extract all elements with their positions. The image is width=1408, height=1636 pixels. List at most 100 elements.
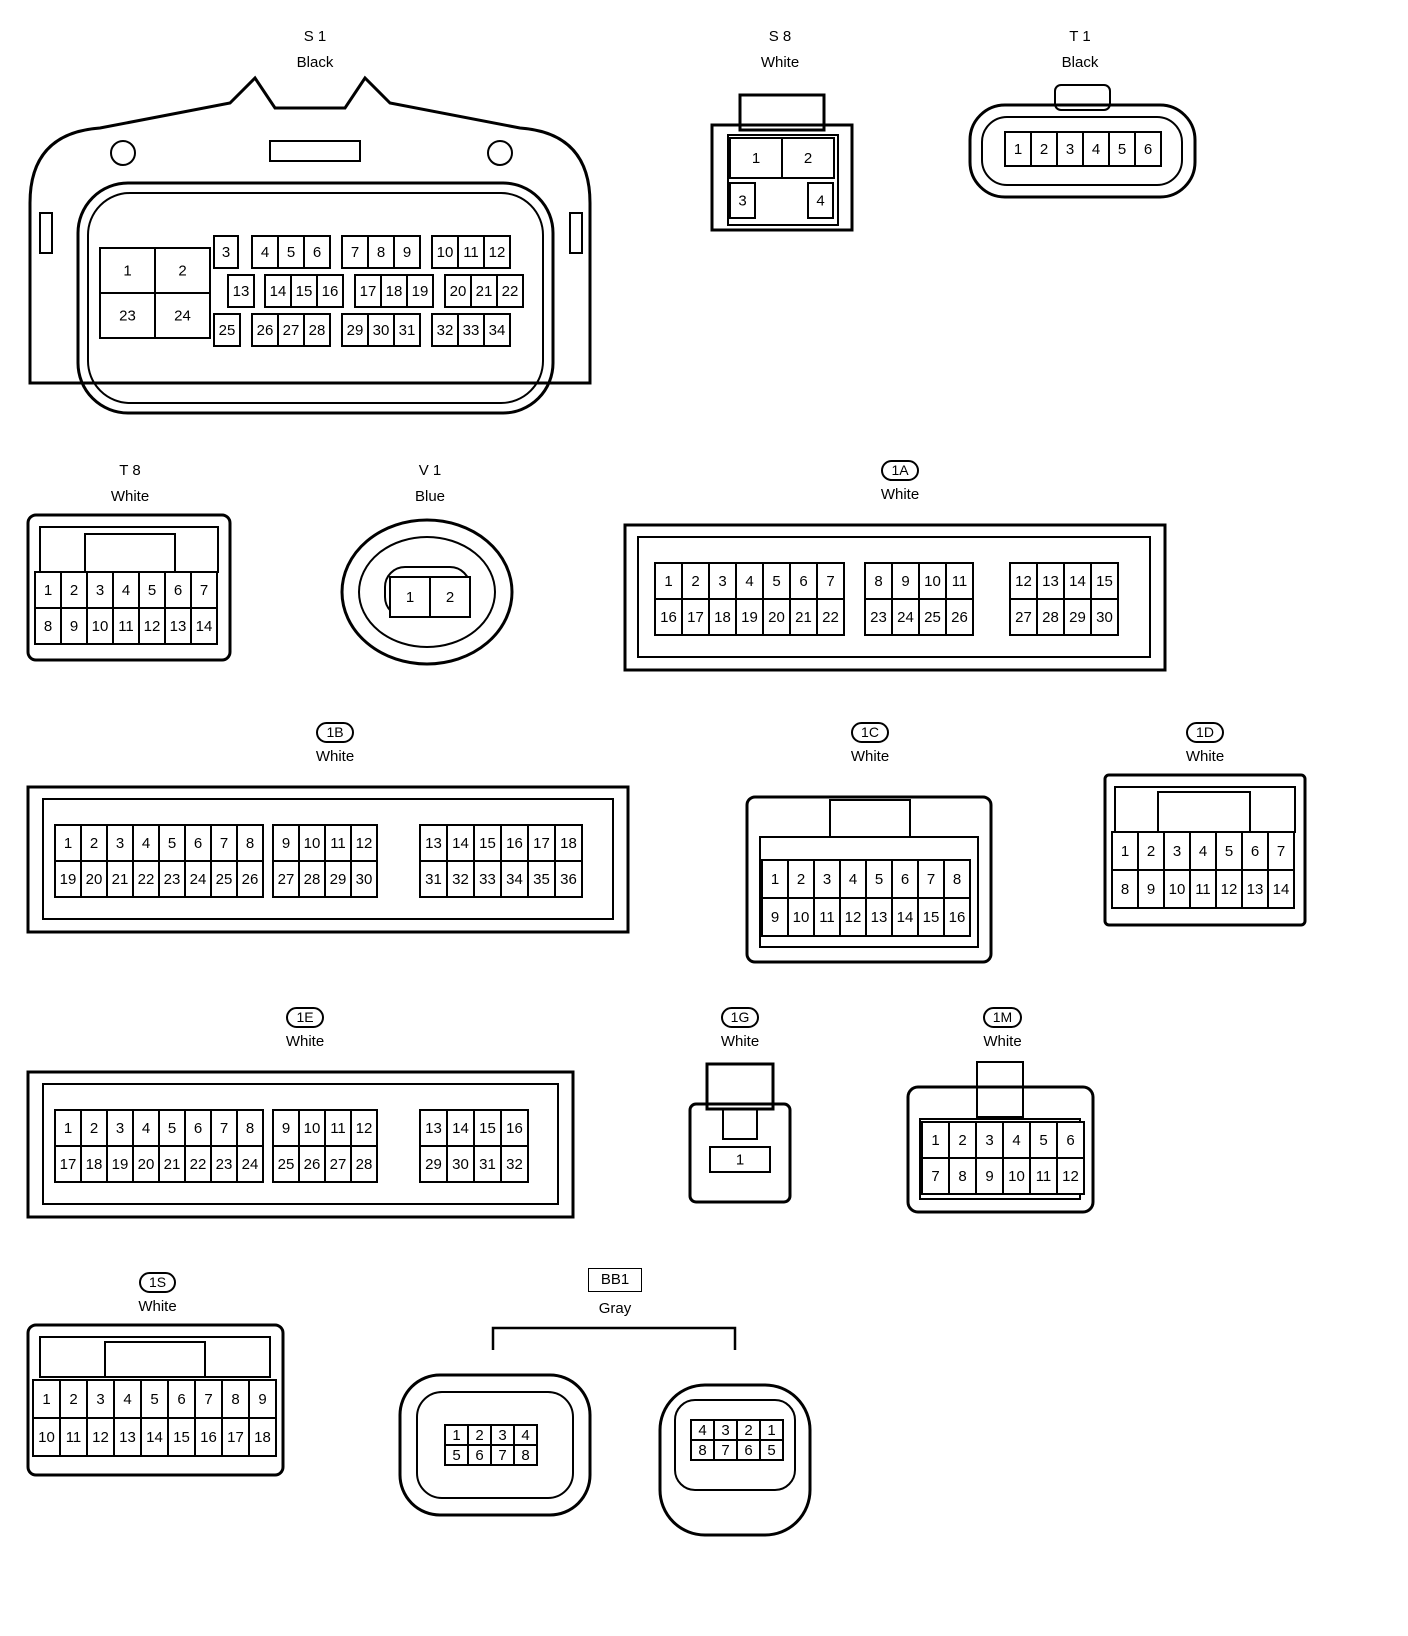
pin-29: 29 xyxy=(324,860,352,898)
pin-3: 3 xyxy=(729,182,756,219)
pin-16: 16 xyxy=(654,598,683,636)
pin-35: 35 xyxy=(527,860,556,898)
pin-30: 30 xyxy=(350,860,378,898)
svg-text:26: 26 xyxy=(951,609,968,626)
pin-34: 34 xyxy=(500,860,529,898)
pin-18: 18 xyxy=(708,598,737,636)
pin-15: 15 xyxy=(290,274,318,308)
connector-color: White xyxy=(110,488,150,505)
svg-text:5: 5 xyxy=(767,1442,775,1459)
svg-text:21: 21 xyxy=(476,283,493,300)
pin-1: 1 xyxy=(99,247,156,294)
svg-text:1: 1 xyxy=(452,1427,460,1444)
pin-15: 15 xyxy=(917,897,945,937)
pin-1: 1 xyxy=(709,1146,771,1173)
svg-text:12: 12 xyxy=(1062,1168,1079,1185)
pin-2: 2 xyxy=(787,859,815,899)
svg-text:24: 24 xyxy=(242,1156,259,1173)
svg-text:1: 1 xyxy=(42,1391,50,1408)
pin-14: 14 xyxy=(446,1109,475,1147)
svg-text:16: 16 xyxy=(322,283,339,300)
pin-9: 9 xyxy=(272,824,300,862)
housing-outline xyxy=(623,523,1167,672)
pin-20: 20 xyxy=(132,1145,160,1183)
pin-3: 3 xyxy=(975,1121,1004,1159)
pin-11: 11 xyxy=(945,562,974,600)
pin-5: 5 xyxy=(158,824,186,862)
pin-19: 19 xyxy=(735,598,764,636)
svg-text:4: 4 xyxy=(1199,843,1207,860)
pin-6: 6 xyxy=(184,824,212,862)
svg-text:9: 9 xyxy=(70,618,78,635)
svg-text:23: 23 xyxy=(216,1156,233,1173)
pin-4: 4 xyxy=(112,571,140,609)
svg-text:13: 13 xyxy=(425,1120,442,1137)
pin-1: 1 xyxy=(1111,831,1139,871)
pin-8: 8 xyxy=(221,1379,250,1419)
svg-text:8: 8 xyxy=(44,618,52,635)
svg-text:6: 6 xyxy=(901,871,909,888)
pin-5: 5 xyxy=(140,1379,169,1419)
pin-5: 5 xyxy=(158,1109,186,1147)
pin-7: 7 xyxy=(921,1157,950,1195)
svg-text:27: 27 xyxy=(283,322,300,339)
pin-13: 13 xyxy=(113,1417,142,1457)
housing-outline xyxy=(26,1070,575,1219)
svg-text:15: 15 xyxy=(296,283,313,300)
pin-7: 7 xyxy=(816,562,845,600)
pin-7: 7 xyxy=(210,824,238,862)
svg-text:28: 28 xyxy=(309,322,326,339)
connector-id: 1D xyxy=(1100,722,1310,743)
svg-text:4: 4 xyxy=(1092,141,1100,158)
svg-text:4: 4 xyxy=(142,835,150,852)
pin-22: 22 xyxy=(496,274,524,308)
pin-33: 33 xyxy=(457,313,485,347)
svg-text:31: 31 xyxy=(479,1156,496,1173)
pin-18: 18 xyxy=(380,274,408,308)
pin-1: 1 xyxy=(1004,131,1032,167)
connector-id-label: 1M xyxy=(982,1007,1023,1028)
svg-text:2: 2 xyxy=(69,1391,77,1408)
connector-color: White xyxy=(983,1033,1022,1050)
pin-3: 3 xyxy=(1056,131,1084,167)
pin-4: 4 xyxy=(513,1424,538,1446)
svg-text:12: 12 xyxy=(356,1120,373,1137)
connector-id: 1E xyxy=(25,1007,585,1028)
svg-text:11: 11 xyxy=(330,835,346,852)
pin-15: 15 xyxy=(167,1417,196,1457)
pin-10: 10 xyxy=(86,607,114,645)
pin-24: 24 xyxy=(891,598,920,636)
svg-text:7: 7 xyxy=(220,835,228,852)
svg-text:3: 3 xyxy=(96,1391,104,1408)
pin-2: 2 xyxy=(60,571,88,609)
pin-4: 4 xyxy=(1189,831,1217,871)
pin-23: 23 xyxy=(210,1145,238,1183)
svg-text:24: 24 xyxy=(174,308,191,325)
pin-23: 23 xyxy=(99,292,156,339)
pin-1: 1 xyxy=(54,1109,82,1147)
pin-13: 13 xyxy=(227,274,255,308)
svg-text:4: 4 xyxy=(745,573,753,590)
svg-text:11: 11 xyxy=(118,618,134,635)
pin-28: 28 xyxy=(303,313,331,347)
pin-17: 17 xyxy=(221,1417,250,1457)
svg-text:30: 30 xyxy=(452,1156,469,1173)
pin-8: 8 xyxy=(236,824,264,862)
svg-text:2: 2 xyxy=(90,1120,98,1137)
svg-text:9: 9 xyxy=(258,1391,266,1408)
pin-24: 24 xyxy=(154,292,211,339)
pin-6: 6 xyxy=(164,571,192,609)
svg-text:8: 8 xyxy=(874,573,882,590)
svg-text:12: 12 xyxy=(92,1429,109,1446)
svg-text:22: 22 xyxy=(502,283,519,300)
